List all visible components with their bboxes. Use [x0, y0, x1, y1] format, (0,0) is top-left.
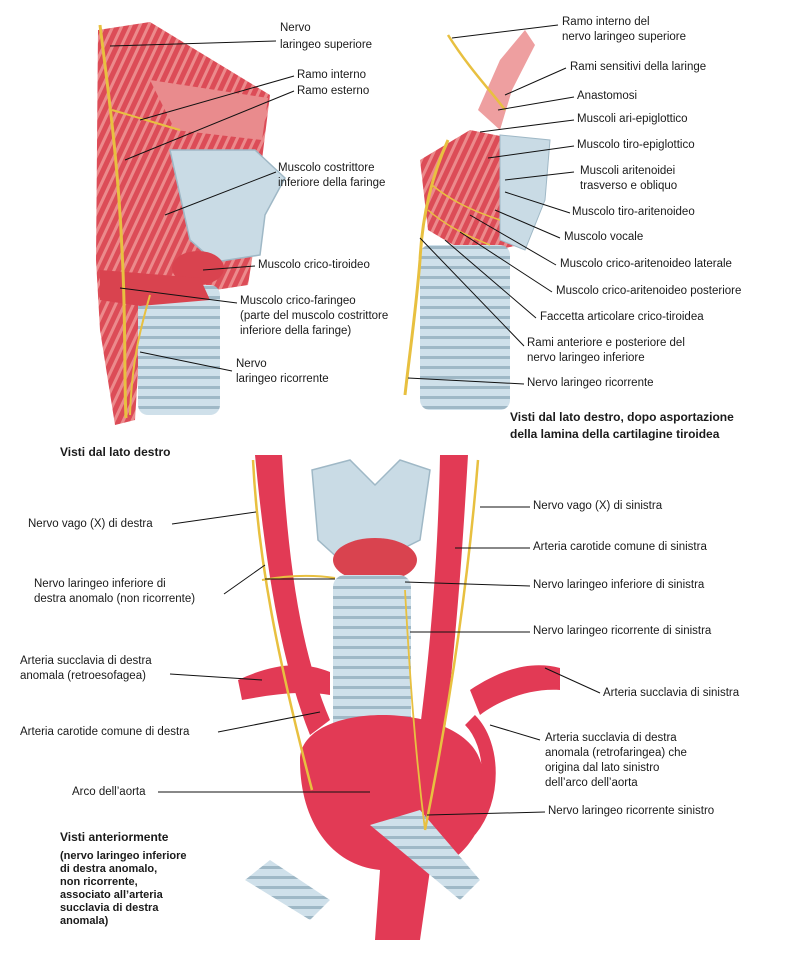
label-line: trasverso e obliquo [580, 180, 678, 192]
caption-bottom: Visti anteriormente [60, 830, 169, 844]
nerve-recurrent-right [403, 139, 450, 396]
label-ricorrente-sinistro: Nervo laringeo ricorrente sinistro [548, 805, 715, 817]
label-succlavia-destra: Arteria succlavia di destra anomala (ret… [20, 655, 152, 683]
label-nervo-laringeo-superiore: Nervo laringeo superiore [280, 22, 372, 52]
label-ricorrente-left: Nervo laringeo ricorrente [236, 358, 329, 386]
label-anastomosi: Anastomosi [577, 90, 638, 102]
label-aritenoidei: Muscoli aritenoidei trasverso e obliquo [580, 165, 677, 193]
right-carotid [255, 455, 330, 735]
label-ramo-interno-nervo: Ramo interno del nervo laringeo superior… [562, 16, 686, 44]
cricopharyngeal-muscle [100, 270, 210, 306]
subcaption-line: associato all’arteria [60, 889, 163, 901]
label-carotide-destra: Arteria carotide comune di destra [20, 726, 190, 738]
label-crico-ar-posteriore: Muscolo crico-aritenoideo posteriore [556, 285, 742, 297]
retropharyngeal-artery [464, 715, 496, 835]
trachea-right [420, 245, 510, 410]
label-ari-epiglottico: Muscoli ari-epiglottico [577, 113, 688, 125]
subcaption-line: anomala) [60, 915, 109, 927]
label-line: inferiore della faringe) [240, 325, 352, 337]
label-line: Nervo laringeo inferiore di [34, 578, 166, 590]
label-rami-ant-post: Rami anteriore e posteriore del nervo la… [527, 337, 685, 365]
label-line: dell’arco dell’aorta [545, 777, 638, 789]
label-line: nervo laringeo superiore [562, 31, 687, 43]
label-tiro-aritenoideo: Muscolo tiro-aritenoideo [572, 206, 695, 218]
label-ricorrente-sinistra: Nervo laringeo ricorrente di sinistra [533, 625, 712, 637]
subcaption-line: succlavia di destra [60, 902, 159, 914]
subcaption-bottom: (nervo laringeo inferiore di destra anom… [60, 850, 187, 928]
vagus-right [251, 459, 314, 791]
subcaption-line: (nervo laringeo inferiore [60, 850, 187, 862]
label-line: Ramo interno del [562, 16, 650, 28]
epiglottis [478, 30, 535, 130]
trachea [138, 285, 220, 415]
label-line: laringeo ricorrente [236, 373, 329, 385]
illustration-bottom [238, 455, 560, 940]
label-ramo-esterno: Ramo esterno [297, 85, 370, 97]
label-carotide-sinistra: Arteria carotide comune di sinistra [533, 541, 707, 553]
subcaption-line: non ricorrente, [60, 876, 138, 888]
vagus-left [423, 459, 480, 831]
label-crico-tiroideo: Muscolo crico-tiroideo [258, 259, 370, 271]
label-line: (parte del muscolo costrittore [240, 310, 389, 322]
label-line: Nervo [280, 22, 311, 34]
illustration-top-right [403, 30, 551, 410]
label-line: Muscoli aritenoidei [580, 165, 676, 177]
label-line: Arteria succlavia di destra [20, 655, 152, 667]
label-rami-sensitivi: Rami sensitivi della laringe [570, 61, 707, 73]
label-tiro-epiglottico: Muscolo tiro-epiglottico [577, 139, 695, 151]
recurrent-nerve [129, 294, 151, 416]
label-ramo-interno: Ramo interno [297, 69, 367, 81]
label-faccetta: Faccetta articolare crico-tiroidea [540, 311, 704, 323]
thyroid-cartilage-front [311, 459, 431, 561]
label-succlavia-destra-retro: Arteria succlavia di destra anomala (ret… [545, 732, 687, 790]
cricothyroid-muscle [172, 251, 224, 285]
caption-top-left: Visti dal lato destro [60, 445, 171, 459]
left-recurrent [404, 589, 426, 831]
label-vocale: Muscolo vocale [564, 231, 644, 243]
label-lar-inf-destra: Nervo laringeo inferiore di destra anoma… [34, 578, 195, 606]
label-crico-ar-laterale: Muscolo crico-aritenoideo laterale [560, 258, 732, 270]
label-lar-inf-sinistra: Nervo laringeo inferiore di sinistra [533, 579, 705, 591]
label-line: origina dal lato sinistro [545, 762, 660, 774]
nerve-internal-right [446, 34, 507, 111]
label-ricorrente-right: Nervo laringeo ricorrente [527, 377, 654, 389]
illustration-top-left [96, 22, 286, 425]
label-line: Rami anteriore e posteriore del [527, 337, 685, 349]
label-arco-aorta: Arco dell’aorta [72, 786, 146, 798]
label-line: Arteria succlavia di destra [545, 732, 677, 744]
bronchus-left [245, 860, 330, 920]
hyoid-muscle-band [150, 80, 268, 140]
caption-top-right: Visti dal lato destro, dopo asportazione… [510, 410, 734, 441]
superior-laryngeal-nerve [98, 24, 128, 419]
caption-line: della lamina della cartilagine tiroidea [510, 427, 720, 441]
leader-lines [109, 24, 601, 816]
label-line: anomala (retroesofagea) [20, 670, 146, 682]
cricothyroid-front [333, 538, 417, 582]
label-line: inferiore della faringe [278, 177, 386, 189]
nerve-branches-right [427, 184, 501, 246]
label-line: Nervo [236, 358, 267, 370]
label-succlavia-sinistra: Arteria succlavia di sinistra [603, 687, 740, 699]
thyroid-cartilage [169, 149, 286, 263]
label-crico-faringeo: Muscolo crico-faringeo (parte del muscol… [240, 295, 388, 338]
left-subclavian [470, 665, 560, 715]
caption-line: Visti dal lato destro, dopo asportazione [510, 410, 734, 424]
left-carotid [420, 455, 468, 730]
label-line: Muscolo crico-faringeo [240, 295, 356, 307]
label-line: nervo laringeo inferiore [527, 352, 645, 364]
internal-branch-nerve [111, 109, 181, 131]
label-vago-destra: Nervo vago (X) di destra [28, 518, 153, 530]
cricoid-cartilage [499, 134, 551, 251]
label-line: anomala (retrofaringea) che [545, 747, 687, 759]
label-line: laringeo superiore [280, 39, 373, 51]
label-costrittore: Muscolo costrittore inferiore della fari… [278, 162, 385, 190]
bronchus-right [370, 810, 480, 900]
label-line: destra anomalo (non ricorrente) [34, 593, 196, 605]
label-vago-sinistra: Nervo vago (X) di sinistra [533, 500, 663, 512]
label-line: Muscolo costrittore [278, 162, 375, 174]
subcaption-line: di destra anomalo, [60, 863, 158, 875]
